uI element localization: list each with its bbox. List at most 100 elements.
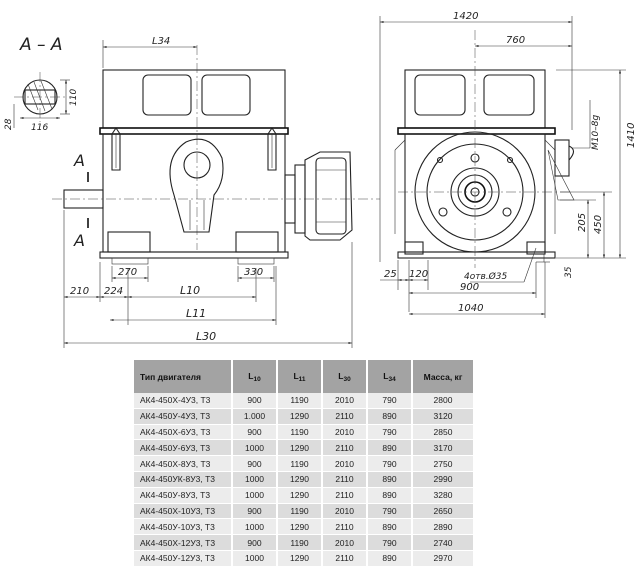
dim-l10: L10: [180, 284, 200, 297]
table-cell-model: АК4-450УК-8У3, Т3: [134, 471, 233, 488]
table-cell: 2110: [322, 518, 368, 536]
table-cell: 2010: [322, 393, 368, 409]
table-cell: 900: [232, 393, 278, 409]
column-header: Масса, кг: [412, 360, 475, 393]
column-header: L30: [322, 360, 368, 393]
dim-shaft-116: 116: [31, 123, 48, 133]
dim-shaft-110: 110: [69, 89, 79, 106]
table-cell: 790: [367, 503, 413, 520]
table-cell: 1190: [277, 393, 323, 409]
dim-l34: L34: [152, 36, 170, 47]
side-view: А А L34 270 330 210 224: [52, 36, 380, 348]
table-cell-model: АК4-450У-8У3, Т3: [134, 487, 233, 504]
column-header: L10: [232, 360, 278, 393]
table-cell: 1000: [232, 550, 278, 567]
dim-35: 35: [564, 266, 574, 278]
table-cell: 1290: [277, 471, 323, 488]
dim-l11: L11: [186, 307, 206, 320]
table-cell: 1290: [277, 550, 323, 567]
table-cell-model: АК4-450У-10У3, Т3: [134, 518, 233, 536]
table-cell: 900: [232, 455, 278, 472]
table-cell: 2750: [412, 455, 475, 472]
table-cell-model: АК4-450Х-4У3, Т3: [134, 393, 233, 409]
table-cell: 2010: [322, 424, 368, 441]
cut-label-top: А: [73, 151, 85, 170]
table-cell: 3170: [412, 439, 475, 457]
table-cell-model: АК4-450Х-8У3, Т3: [134, 455, 233, 472]
table-cell: 1190: [277, 455, 323, 472]
dim-224: 224: [104, 286, 123, 297]
table-cell-model: АК4-450Х-12У3, Т3: [134, 534, 233, 551]
table-cell: 3120: [412, 408, 475, 425]
dim-shaft-28: 28: [4, 118, 14, 130]
dim-l30: L30: [196, 330, 216, 343]
table-cell: 2800: [412, 393, 475, 409]
end-view: 1420 760 M10–8g 1410 450 205 25 120 4: [379, 11, 637, 318]
column-header: L11: [277, 360, 323, 393]
table-header-row: Тип двигателя L10 L11 L30 L34 Масса, кг: [134, 360, 475, 393]
table-cell: 1000: [232, 487, 278, 504]
table-cell-model: АК4-450Х-10У3, Т3: [134, 503, 233, 520]
table-cell: 2010: [322, 534, 368, 551]
table-cell: 900: [232, 503, 278, 520]
table-cell: 890: [367, 471, 413, 488]
table-cell: 2970: [412, 550, 475, 567]
table-cell: 1290: [277, 487, 323, 504]
table-cell: 890: [367, 518, 413, 536]
dim-210: 210: [70, 286, 89, 297]
dim-205: 205: [577, 213, 588, 232]
table-cell: 790: [367, 424, 413, 441]
dim-760: 760: [506, 35, 525, 46]
table-cell: 890: [367, 487, 413, 504]
table-cell: 2650: [412, 503, 475, 520]
table-cell-model: АК4-450Х-6У3, Т3: [134, 424, 233, 441]
table-cell: 2990: [412, 471, 475, 488]
table-cell-model: АК4-450У-4У3, Т3: [134, 408, 233, 425]
table-cell: 1190: [277, 424, 323, 441]
dim-330: 330: [244, 267, 263, 278]
motor-drawing: А – А 110 116 28: [4, 11, 637, 348]
column-header: L34: [367, 360, 413, 393]
table-cell: 1290: [277, 408, 323, 425]
dim-450: 450: [593, 215, 604, 234]
dim-25: 25: [384, 269, 397, 280]
table-cell: 790: [367, 393, 413, 409]
dim-holes: 4отв.Ø35: [464, 271, 507, 282]
section-a-a: А – А 110 116 28: [4, 35, 79, 133]
table-cell: 890: [367, 550, 413, 567]
table-cell: 790: [367, 534, 413, 551]
table-cell-model: АК4-450У-6У3, Т3: [134, 439, 233, 457]
table-cell: 3280: [412, 487, 475, 504]
table-cell: 1000: [232, 518, 278, 536]
table-cell: 2010: [322, 455, 368, 472]
column-header: Тип двигателя: [134, 360, 233, 393]
table-cell: 2740: [412, 534, 475, 551]
dim-1410: 1410: [626, 123, 637, 148]
cut-label-bottom: А: [73, 231, 85, 250]
table-cell: 900: [232, 534, 278, 551]
dim-1420: 1420: [453, 11, 478, 22]
section-label: А – А: [19, 35, 63, 55]
table-cell: 2110: [322, 487, 368, 504]
table-cell: 2850: [412, 424, 475, 441]
table-cell: 1000: [232, 439, 278, 457]
table-cell: 2010: [322, 503, 368, 520]
table-cell: 2890: [412, 518, 475, 536]
dim-900: 900: [460, 282, 479, 293]
table-cell: 890: [367, 408, 413, 425]
dim-m10: M10–8g: [591, 115, 601, 150]
table-cell: 1190: [277, 503, 323, 520]
table-cell: 1190: [277, 534, 323, 551]
spec-table: Тип двигателя L10 L11 L30 L34 Масса, кг …: [134, 360, 475, 567]
dim-1040: 1040: [458, 303, 483, 314]
